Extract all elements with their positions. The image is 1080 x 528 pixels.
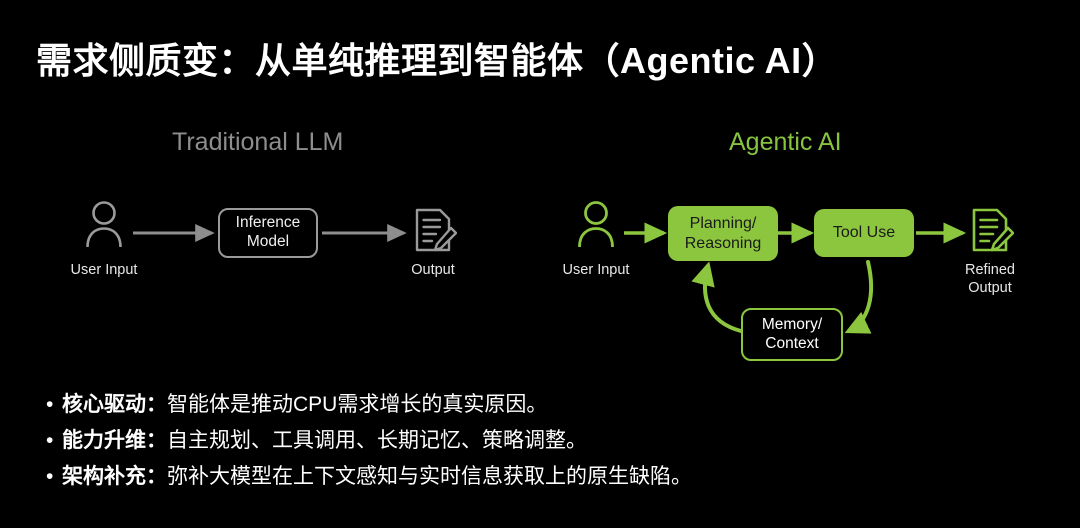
traditional-llm-heading: Traditional LLM <box>172 128 344 156</box>
list-item: • 核心驱动： 智能体是推动CPU需求增长的真实原因。 <box>46 388 1046 418</box>
left-user-input-label: User Input <box>70 262 138 278</box>
person-icon <box>86 201 122 248</box>
left-output-label: Output <box>411 262 455 278</box>
bullet-lead: 核心驱动： <box>62 393 167 416</box>
memory-context-box: Memory/ Context <box>741 308 843 361</box>
page-title: 需求侧质变：从单纯推理到智能体（Agentic AI） <box>36 40 839 81</box>
bullet-body: 自主规划、工具调用、长期记忆、策略调整。 <box>167 429 587 452</box>
bullet-body: 智能体是推动CPU需求增长的真实原因。 <box>167 393 548 416</box>
agentic-ai-heading: Agentic AI <box>729 128 842 156</box>
inference-model-box: Inference Model <box>218 208 318 258</box>
bullet-lead: 能力升维： <box>62 429 167 452</box>
document-pencil-icon <box>972 208 1014 252</box>
bullet-marker: • <box>46 429 54 452</box>
bullet-marker: • <box>46 465 54 488</box>
planning-reasoning-box: Planning/ Reasoning <box>668 206 778 261</box>
tool-use-box: Tool Use <box>814 209 914 257</box>
person-icon <box>578 201 614 248</box>
bullet-list: • 核心驱动： 智能体是推动CPU需求增长的真实原因。 • 能力升维： 自主规划… <box>46 388 1046 496</box>
right-user-input-label: User Input <box>562 262 630 278</box>
bullet-body: 弥补大模型在上下文感知与实时信息获取上的原生缺陷。 <box>167 465 692 488</box>
list-item: • 架构补充： 弥补大模型在上下文感知与实时信息获取上的原生缺陷。 <box>46 460 1046 490</box>
refined-output-label: Refined Output <box>965 262 1015 297</box>
bullet-marker: • <box>46 393 54 416</box>
document-pencil-icon <box>415 208 457 252</box>
list-item: • 能力升维： 自主规划、工具调用、长期记忆、策略调整。 <box>46 424 1046 454</box>
bullet-lead: 架构补充： <box>62 465 167 488</box>
